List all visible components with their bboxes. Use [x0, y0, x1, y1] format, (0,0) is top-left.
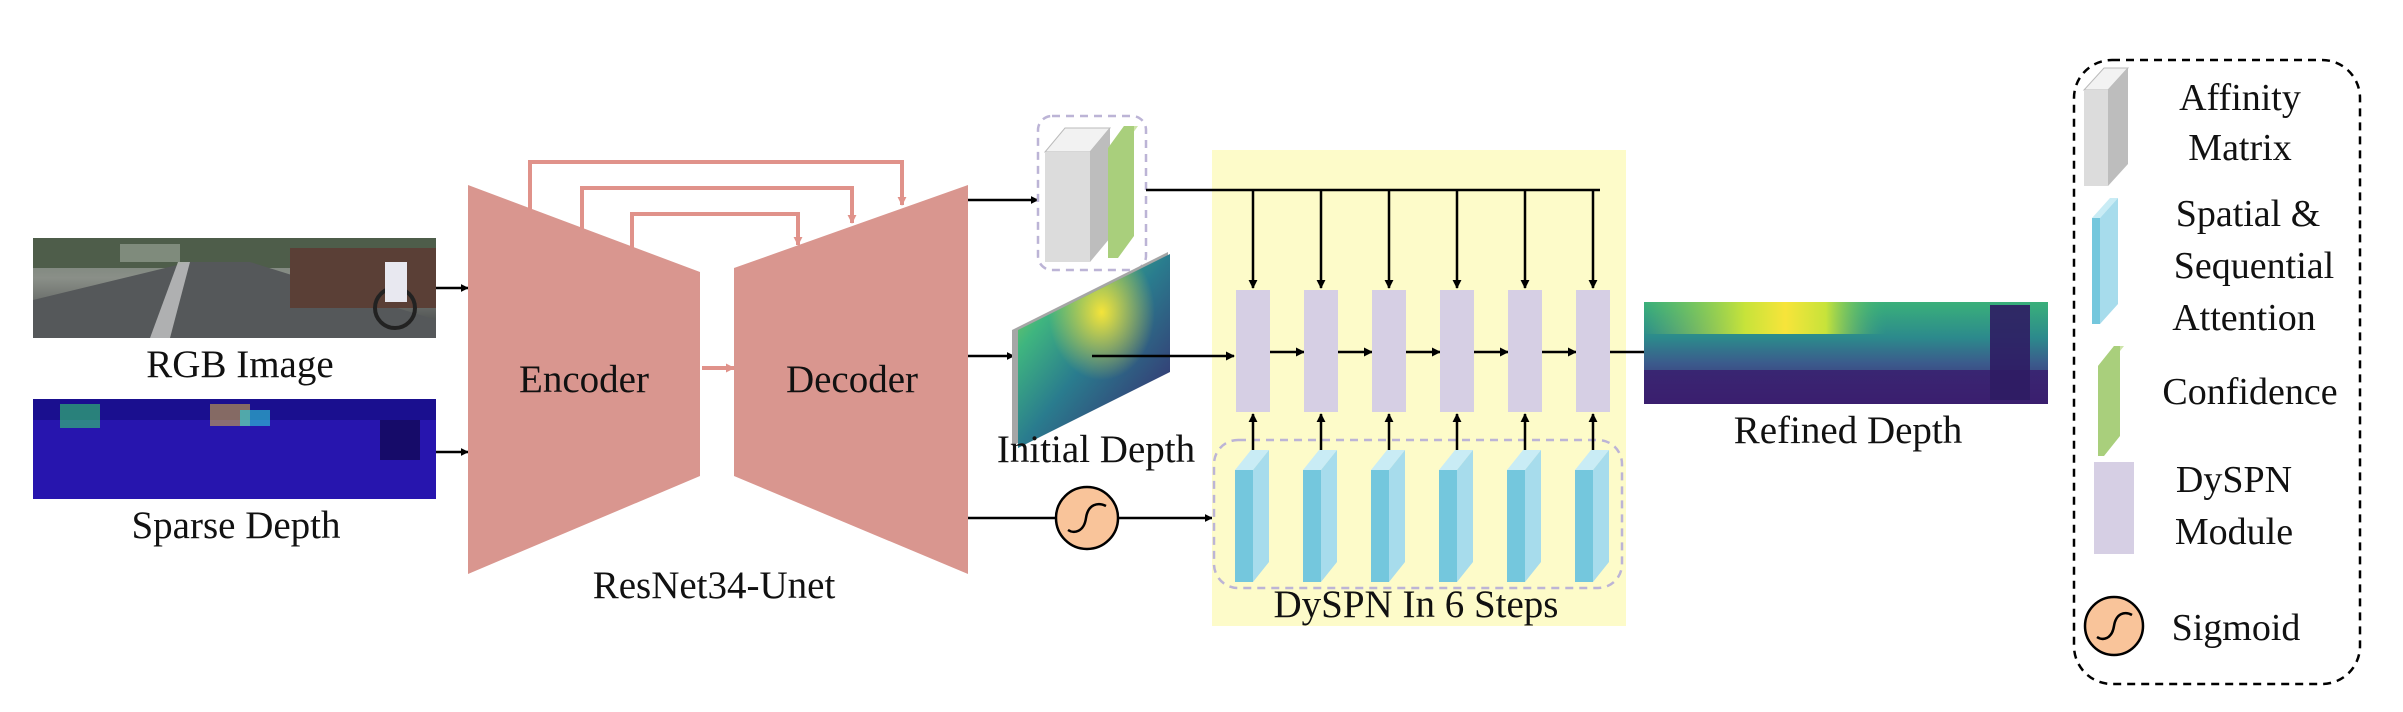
skip-connections [528, 160, 907, 248]
decoder-label: Decoder [786, 358, 918, 401]
confidence-icon [2098, 346, 2124, 456]
legend-attention-line-2: Sequential [2174, 245, 2334, 287]
dyspn-steps [1235, 290, 1610, 582]
decoder-block [734, 185, 968, 574]
attention-block [1439, 450, 1473, 582]
rgb-image [33, 238, 436, 338]
encoder-block [468, 185, 700, 574]
confidence-block [1108, 126, 1138, 258]
backbone-label: ResNet34-Unet [593, 564, 836, 607]
legend-attention-line-3: Attention [2172, 297, 2316, 339]
dyspn-region-label: DySPN In 6 Steps [1274, 583, 1559, 626]
sparse-depth-image [33, 399, 436, 499]
attention-block [1235, 450, 1269, 582]
attention-icon [2092, 198, 2118, 324]
refined-depth-map [1644, 302, 2048, 404]
refined-depth-label: Refined Depth [1734, 409, 1963, 452]
dyspn-module [1236, 290, 1270, 412]
dyspn-module [1304, 290, 1338, 412]
attention-block [1371, 450, 1405, 582]
attention-block [1507, 450, 1541, 582]
legend-attention-line-1: Spatial & [2176, 193, 2321, 235]
attention-block [1575, 450, 1609, 582]
affinity-drop-arrows [1248, 190, 1598, 289]
dyspn-region [1212, 150, 1626, 626]
legend-affinity-line-1: Affinity [2179, 77, 2301, 119]
dyspn-module [1372, 290, 1406, 412]
dyspn-module [1576, 290, 1610, 412]
legend-box [2072, 58, 2362, 686]
sigmoid-block [1054, 485, 1120, 551]
sigmoid-icon [2083, 595, 2145, 657]
legend-affinity-line-2: Matrix [2188, 127, 2291, 169]
dyspn-module [1440, 290, 1474, 412]
legend-sigmoid-label: Sigmoid [2172, 607, 2301, 649]
initial-depth-map [1012, 252, 1170, 448]
legend-confidence-label: Confidence [2162, 371, 2337, 413]
affinity-matrix-icon [2082, 67, 2130, 186]
dyspn-module [1508, 290, 1542, 412]
encoder-label: Encoder [519, 358, 649, 401]
affinity-matrix-block [1043, 127, 1112, 262]
legend-dyspn-line-1: DySPN [2176, 459, 2292, 501]
attention-block [1303, 450, 1337, 582]
sparse-depth-label: Sparse Depth [131, 504, 340, 547]
legend-dyspn-line-2: Module [2175, 511, 2293, 553]
attention-group [1212, 438, 1624, 590]
rgb-image-label: RGB Image [146, 343, 333, 386]
dyspn-module-icon [2094, 462, 2134, 554]
initial-depth-label: Initial Depth [997, 428, 1195, 471]
